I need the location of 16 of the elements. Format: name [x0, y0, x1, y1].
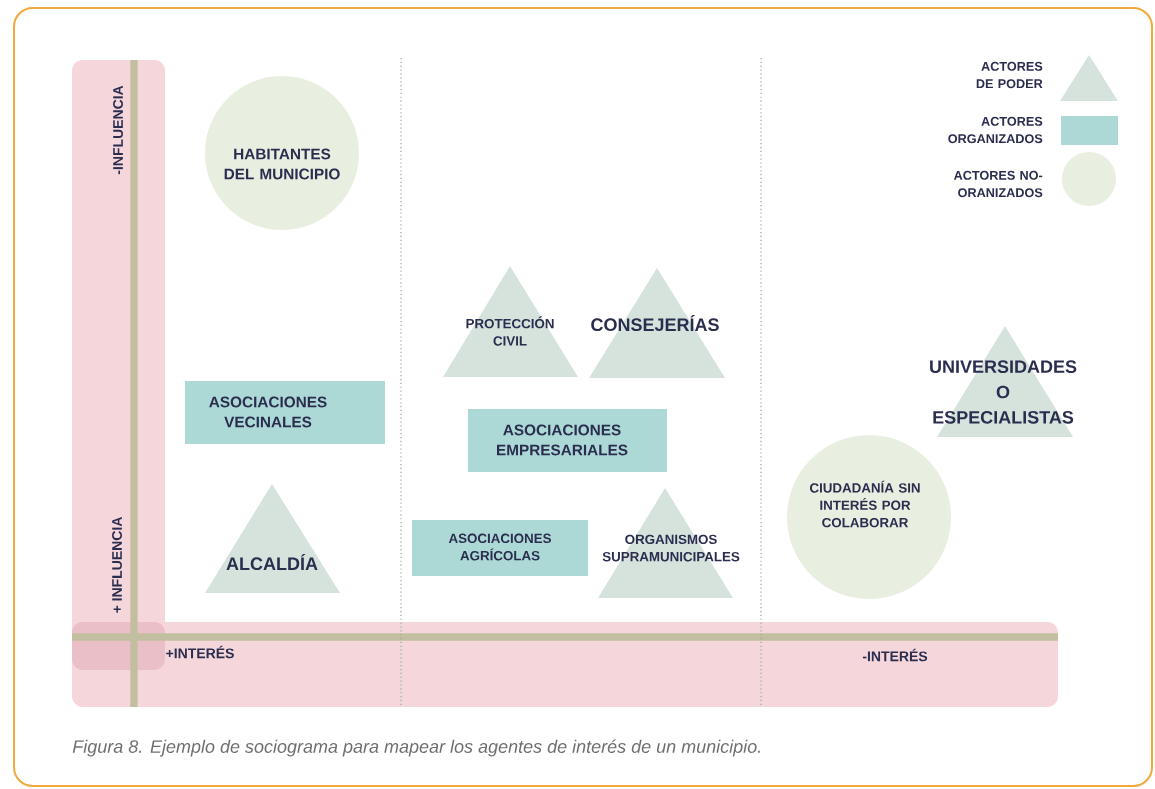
legend-label: ACTORES NO-ORANIZADOS: [953, 170, 1043, 198]
actor-triangle: CONSEJERÍAS: [589, 268, 725, 378]
legend-label: ACTORES DE PODER: [976, 61, 1043, 89]
actor-rectangle: ASOCIACIONES VECINALES: [185, 381, 385, 444]
axis-label: + INFLUENCIA: [112, 517, 122, 613]
actor-triangle: ORGANISMOS SUPRAMUNICIPALES: [598, 488, 740, 598]
legend-label: ACTORES ORGANIZADOS: [948, 116, 1043, 144]
actor-triangle: ALCALDÍA: [205, 484, 340, 593]
caption: Figura 8. Ejemplo de sociograma para mapear los agentes de interés de un municipio.: [72, 739, 760, 757]
actor-rectangle: ASOCIACIONES AGRÍCOLAS: [412, 520, 588, 576]
actor-triangle: PROTECCIÓN CIVIL: [443, 266, 578, 377]
actor-rectangle: ASOCIACIONES EMPRESARIALES: [468, 409, 667, 472]
axis-label: -INFLUENCIA: [113, 85, 123, 175]
axis-label: -INTERÉS: [862, 648, 928, 662]
actor-triangle: UNIVERSIDADES O ESPECIALISTAS: [930, 326, 1077, 437]
axis-label: +INTERÉS: [166, 645, 234, 659]
